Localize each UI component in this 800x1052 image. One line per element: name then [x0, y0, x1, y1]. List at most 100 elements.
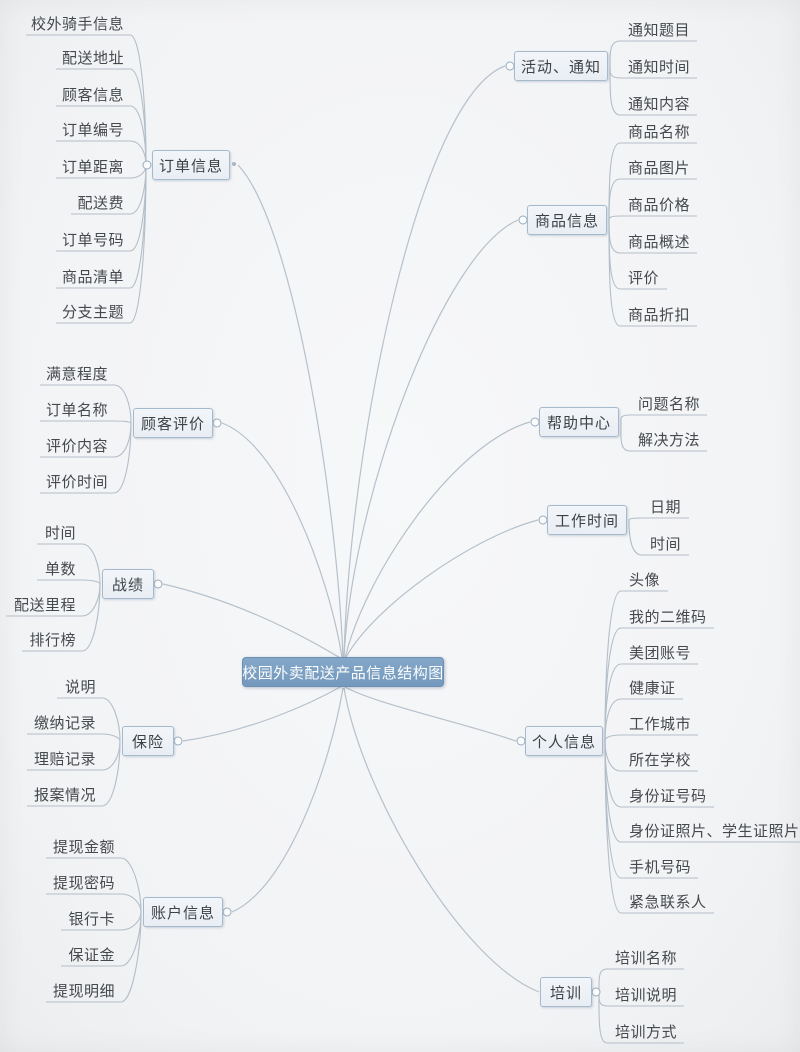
leaf-account-info-1[interactable]: 提现密码 [52, 875, 115, 892]
connector-leaf-insurance-3 [27, 740, 121, 807]
collapse-handle-order-info[interactable] [142, 160, 152, 170]
collapse-handle-customer-review[interactable] [212, 418, 222, 428]
connector-center-personal-info [344, 686, 517, 742]
leaf-performance-2[interactable]: 配送里程 [13, 597, 76, 614]
leaf-insurance-0[interactable]: 说明 [64, 679, 96, 696]
leaf-product-info-3[interactable]: 商品概述 [628, 234, 691, 251]
central-topic[interactable]: 校园外卖配送产品信息结构图 [242, 657, 444, 687]
connector-leaf-product-info-2 [608, 215, 697, 221]
connector-leaf-customer-review-1 [40, 420, 132, 424]
leaf-personal-info-5[interactable]: 所在学校 [629, 752, 692, 769]
leaf-product-info-5[interactable]: 商品折扣 [628, 307, 691, 324]
leaf-activity-notice-2[interactable]: 通知内容 [628, 96, 691, 113]
leaf-order-info-3[interactable]: 订单编号 [61, 122, 124, 139]
leaf-personal-info-9[interactable]: 紧急联系人 [629, 894, 707, 911]
leaf-order-info-6[interactable]: 订单号码 [61, 232, 124, 249]
leaf-order-info-0[interactable]: 校外骑手信息 [30, 16, 124, 33]
connector-leaf-help-center-1 [620, 421, 707, 452]
leaf-product-info-0[interactable]: 商品名称 [628, 124, 691, 141]
branch-order-info[interactable]: 订单信息 [152, 150, 230, 180]
connector-leaf-customer-review-0 [40, 384, 132, 424]
leaf-insurance-2[interactable]: 理赔记录 [33, 751, 96, 768]
leaf-help-center-1[interactable]: 解决方法 [638, 432, 701, 449]
connector-leaf-activity-notice-2 [609, 65, 697, 116]
collapse-handle-activity-notice[interactable] [505, 61, 515, 71]
leaf-personal-info-7[interactable]: 身份证照片、学生证照片 [629, 823, 800, 840]
leaf-account-info-2[interactable]: 银行卡 [68, 911, 115, 928]
branch-personal-info[interactable]: 个人信息 [525, 726, 603, 756]
leaf-training-1[interactable]: 培训说明 [615, 987, 678, 1004]
leaf-product-info-4[interactable]: 评价 [628, 270, 660, 287]
connector-leaf-account-info-1 [46, 893, 142, 913]
leaf-help-center-0[interactable]: 问题名称 [638, 396, 701, 413]
leaf-activity-notice-1[interactable]: 通知时间 [628, 59, 691, 76]
connector-leaf-insurance-0 [57, 697, 121, 742]
branch-work-time[interactable]: 工作时间 [547, 505, 627, 535]
collapse-handle-product-info[interactable] [518, 215, 528, 225]
leaf-personal-info-6[interactable]: 身份证号码 [629, 788, 707, 805]
connector-leaf-order-info-8 [56, 164, 147, 324]
leaf-order-info-1[interactable]: 配送地址 [61, 50, 124, 67]
collapse-handle-performance[interactable] [153, 579, 163, 589]
leaf-order-info-8[interactable]: 分支主题 [61, 304, 124, 321]
connector-center-customer-review [221, 422, 343, 658]
leaf-order-info-2[interactable]: 顾客信息 [61, 87, 124, 104]
connector-leaf-work-time-0 [628, 517, 689, 521]
connector-leaf-performance-3 [22, 583, 101, 652]
leaf-product-info-2[interactable]: 商品价格 [628, 197, 691, 214]
connector-leaf-account-info-4 [46, 911, 142, 1003]
leaf-performance-1[interactable]: 单数 [44, 561, 76, 578]
leaf-personal-info-3[interactable]: 健康证 [629, 680, 676, 697]
leaf-account-info-3[interactable]: 保证金 [68, 947, 115, 964]
center-connectors [162, 65, 540, 993]
connector-leaf-performance-0 [37, 543, 101, 585]
collapse-handle-work-time[interactable] [538, 515, 548, 525]
collapse-handle-account-info[interactable] [222, 907, 232, 917]
leaf-activity-notice-0[interactable]: 通知题目 [628, 22, 691, 39]
branch-performance[interactable]: 战绩 [102, 569, 154, 599]
branch-training[interactable]: 培训 [540, 977, 592, 1007]
leaf-performance-3[interactable]: 排行榜 [29, 632, 76, 649]
branch-help-center[interactable]: 帮助中心 [539, 407, 619, 437]
leaf-personal-info-8[interactable]: 手机号码 [629, 859, 692, 876]
leaf-customer-review-0[interactable]: 满意程度 [45, 366, 108, 383]
connector-leaf-training-0 [598, 968, 684, 993]
leaf-work-time-0[interactable]: 日期 [650, 499, 682, 516]
collapse-handle-training[interactable] [591, 987, 601, 997]
leaf-training-2[interactable]: 培训方式 [615, 1024, 678, 1041]
connector-leaf-training-2 [598, 991, 684, 1044]
leaf-account-info-4[interactable]: 提现明细 [52, 983, 115, 1000]
connector-leaf-customer-review-3 [40, 422, 132, 494]
leaf-account-info-0[interactable]: 提现金额 [52, 839, 115, 856]
branch-customer-review[interactable]: 顾客评价 [133, 408, 213, 438]
collapse-handle-help-center[interactable] [530, 417, 540, 427]
branch-product-info[interactable]: 商品信息 [527, 205, 607, 235]
leaf-customer-review-1[interactable]: 订单名称 [45, 402, 108, 419]
leaf-work-time-1[interactable]: 时间 [650, 536, 682, 553]
leaf-order-info-5[interactable]: 配送费 [77, 195, 124, 212]
leaf-personal-info-0[interactable]: 头像 [629, 572, 661, 589]
leaf-insurance-3[interactable]: 报案情况 [33, 787, 96, 804]
leaf-customer-review-3[interactable]: 评价时间 [45, 474, 108, 491]
leaf-training-0[interactable]: 培训名称 [615, 950, 678, 967]
branch-insurance[interactable]: 保险 [122, 726, 174, 756]
leaf-insurance-1[interactable]: 缴纳记录 [33, 715, 96, 732]
leaf-personal-info-2[interactable]: 美团账号 [629, 645, 692, 662]
leaf-order-info-4[interactable]: 订单距离 [61, 159, 124, 176]
connector-leaf-performance-1 [37, 579, 101, 585]
connector-leaf-order-info-2 [56, 105, 147, 166]
leaf-performance-0[interactable]: 时间 [44, 525, 76, 542]
collapse-handles [142, 61, 601, 997]
leaf-personal-info-4[interactable]: 工作城市 [629, 716, 692, 733]
collapse-handle-personal-info[interactable] [516, 736, 526, 746]
branch-account-info[interactable]: 账户信息 [143, 897, 223, 927]
connector-leaf-order-info-1 [56, 68, 147, 166]
branch-activity-notice[interactable]: 活动、通知 [514, 51, 608, 81]
leaf-product-info-1[interactable]: 商品图片 [628, 160, 691, 177]
collapse-handle-insurance[interactable] [173, 736, 183, 746]
leaf-personal-info-1[interactable]: 我的二维码 [629, 609, 707, 626]
leaf-order-info-7[interactable]: 商品清单 [61, 269, 124, 286]
leaf-customer-review-2[interactable]: 评价内容 [45, 438, 108, 455]
